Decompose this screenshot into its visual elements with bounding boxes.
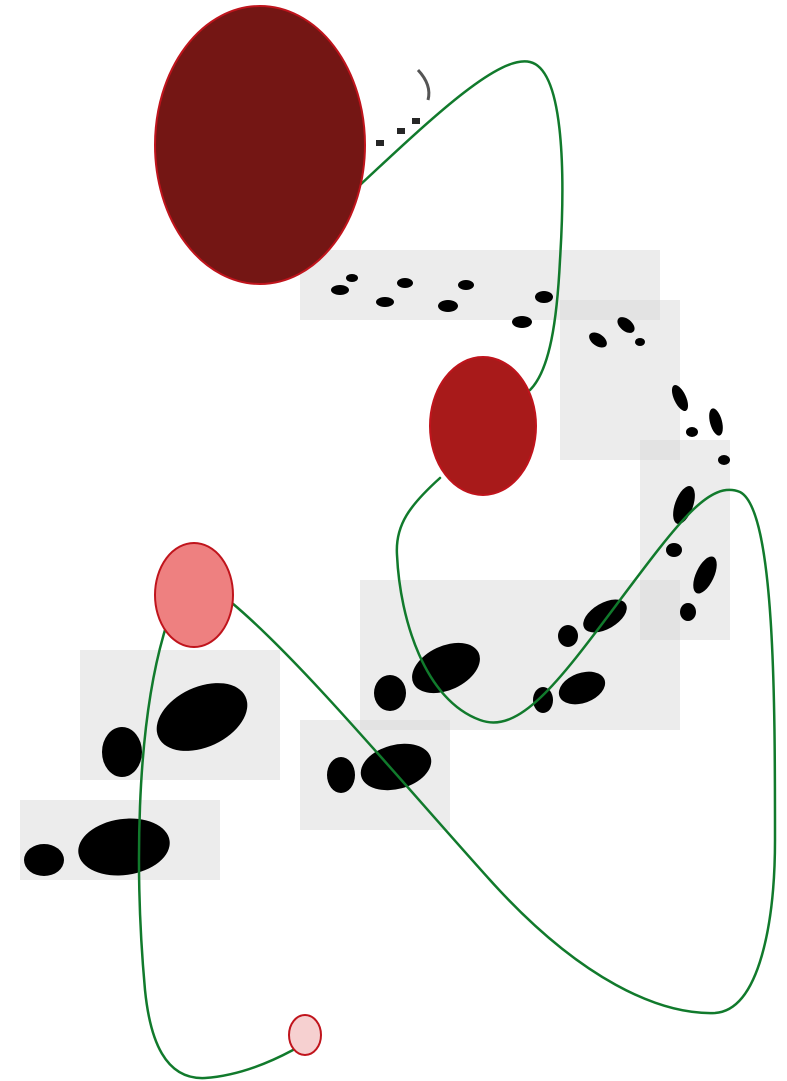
nodes bbox=[155, 6, 536, 1055]
footprint bbox=[331, 285, 349, 295]
footprint bbox=[666, 543, 682, 557]
footprints-trail bbox=[24, 70, 730, 881]
footprint bbox=[412, 118, 420, 124]
footprint bbox=[374, 675, 406, 711]
footprint bbox=[686, 427, 698, 437]
footprint bbox=[558, 625, 578, 647]
node-circle[interactable] bbox=[155, 543, 233, 647]
footprint bbox=[397, 278, 413, 288]
footprint bbox=[376, 140, 384, 146]
footprint bbox=[346, 274, 358, 282]
footprint bbox=[397, 128, 405, 134]
footprint bbox=[512, 316, 532, 328]
footprint bbox=[102, 727, 142, 777]
footprint bbox=[327, 757, 355, 793]
node-circle[interactable] bbox=[430, 357, 536, 495]
node-circle[interactable] bbox=[289, 1015, 321, 1055]
footprint bbox=[718, 455, 730, 465]
footprint bbox=[438, 300, 458, 312]
footprint bbox=[707, 407, 726, 437]
footprint bbox=[376, 297, 394, 307]
footprint bbox=[680, 603, 696, 621]
footprint bbox=[535, 291, 553, 303]
node-circle[interactable] bbox=[155, 6, 365, 284]
footprint bbox=[635, 338, 645, 346]
connector-node-1-to-node-2 bbox=[360, 61, 562, 390]
footprint-mark bbox=[418, 70, 429, 100]
footprint bbox=[24, 844, 64, 876]
footprint bbox=[458, 280, 474, 290]
